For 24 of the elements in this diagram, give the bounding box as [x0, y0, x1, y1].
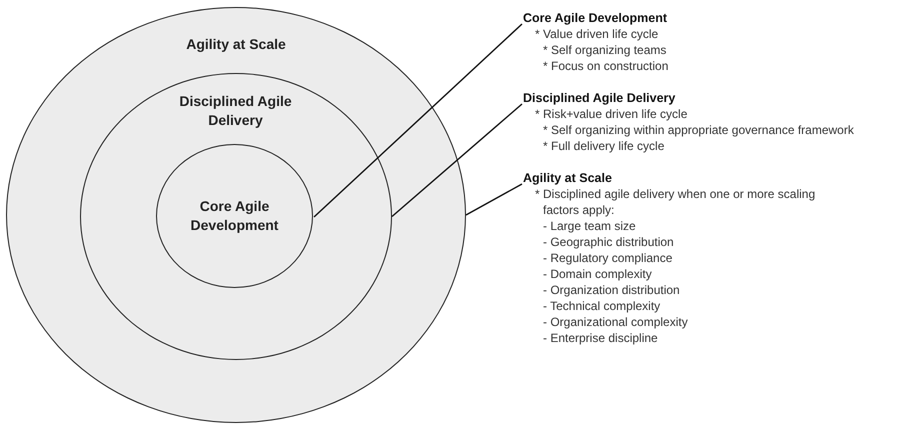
bullet-point: * Full delivery life cycle: [542, 138, 666, 154]
bullet-point: * Self organizing within appropriate governance framework: [542, 122, 855, 138]
description-heading: Core Agile Development: [523, 10, 668, 26]
leader-line: [466, 183, 522, 216]
circle-label: Disciplined Agile Delivery: [178, 92, 293, 130]
bullet-point: - Domain complexity: [542, 266, 653, 282]
leader-line: [314, 23, 522, 218]
bullet-point: * Risk+value driven life cycle: [534, 106, 688, 122]
bullet-point: - Regulatory compliance: [542, 250, 674, 266]
bullet-point: - Organization distribution: [542, 282, 681, 298]
bullet-point: - Large team size: [542, 218, 637, 234]
bullet-point: - Geographic distribution: [542, 234, 675, 250]
bullet-point: * Disciplined agile delivery when one or more scaling factors apply:: [534, 186, 816, 218]
description-heading: Agility at Scale: [523, 170, 613, 186]
circle-label: Core Agile Development: [190, 197, 280, 235]
bullet-point: - Technical complexity: [542, 298, 662, 314]
bullet-point: * Value driven life cycle: [534, 26, 660, 42]
bullet-point: - Organizational complexity: [542, 314, 689, 330]
bullet-point: * Focus on construction: [542, 58, 670, 74]
description-heading: Disciplined Agile Delivery: [523, 90, 676, 106]
bullet-point: - Enterprise discipline: [542, 330, 659, 346]
leader-line: [392, 103, 522, 218]
circle-label: Agility at Scale: [185, 35, 287, 54]
bullet-point: * Self organizing teams: [542, 42, 668, 58]
